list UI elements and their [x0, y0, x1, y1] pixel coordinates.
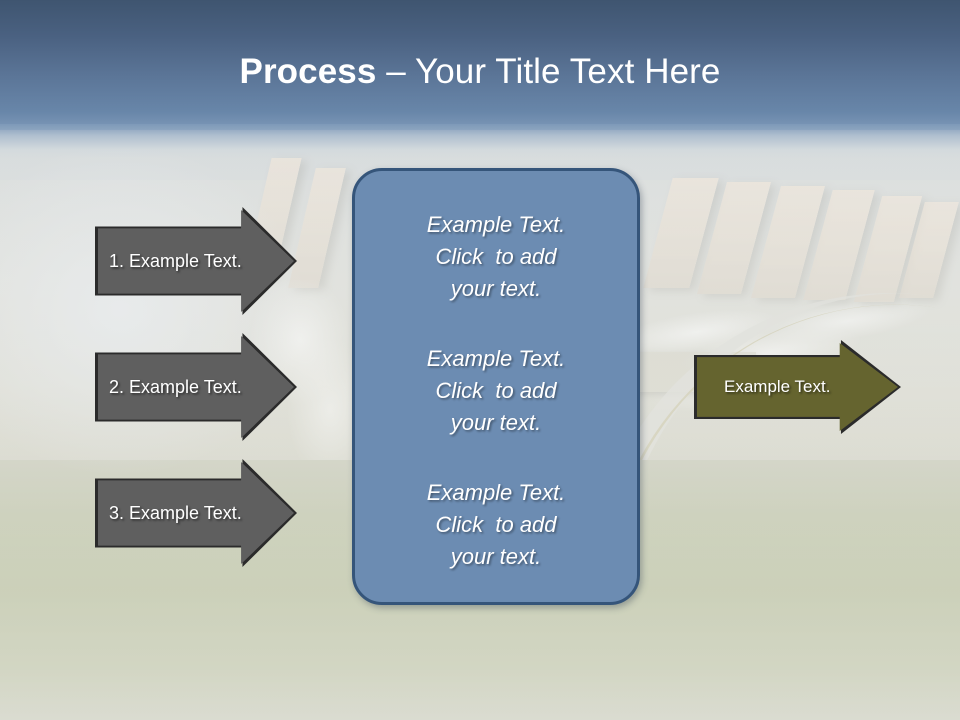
outcome-arrow-label: Example Text. — [724, 377, 831, 396]
panel-block-1-line-2: Click to add — [435, 244, 557, 269]
panel-text-block-1: Example Text. Click to add your text. — [355, 209, 637, 305]
center-content-panel[interactable]: Example Text. Click to add your text. Ex… — [352, 168, 640, 605]
panel-block-2-line-1: Example Text. — [426, 346, 566, 371]
process-arrow-1-label: 1. Example Text. — [109, 251, 242, 271]
slide-header-fade — [0, 124, 960, 158]
panel-block-1-line-3: your text. — [450, 276, 542, 301]
page-title-rest: – Your Title Text Here — [376, 52, 721, 91]
page-title: Process – Your Title Text Here — [0, 50, 960, 94]
panel-text-block-2: Example Text. Click to add your text. — [355, 343, 637, 439]
panel-block-2-line-2: Click to add — [435, 378, 557, 403]
panel-block-2-line-3: your text. — [450, 410, 542, 435]
panel-block-1-line-1: Example Text. — [426, 212, 566, 237]
slide-header-band — [0, 0, 960, 130]
outcome-arrow[interactable]: Example Text. — [694, 340, 901, 434]
process-arrow-3-label: 3. Example Text. — [109, 503, 242, 523]
process-arrow-2-label: 2. Example Text. — [109, 377, 242, 397]
page-title-strong: Process — [239, 52, 377, 91]
panel-block-3-line-3: your text. — [450, 544, 542, 569]
panel-text-block-3: Example Text. Click to add your text. — [355, 477, 637, 573]
process-arrow-2[interactable]: 2. Example Text. — [95, 333, 297, 441]
panel-block-3-line-1: Example Text. — [426, 480, 566, 505]
process-arrow-1[interactable]: 1. Example Text. — [95, 207, 297, 315]
panel-block-3-line-2: Click to add — [435, 512, 557, 537]
process-arrow-3[interactable]: 3. Example Text. — [95, 459, 297, 567]
